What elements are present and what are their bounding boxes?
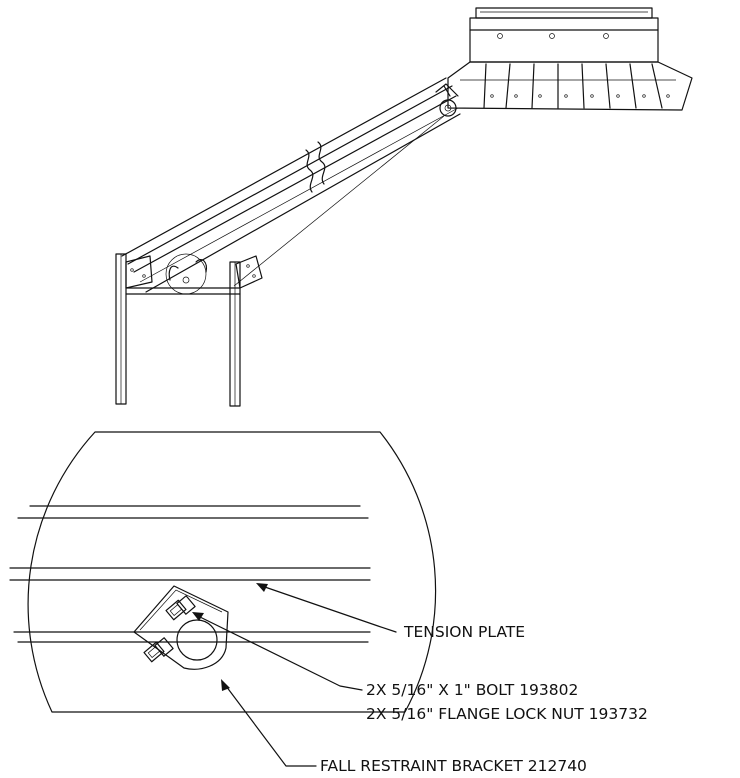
bolt-label: 2X 5/16" X 1" BOLT 193802 bbox=[366, 681, 578, 699]
nut-label: 2X 5/16" FLANGE LOCK NUT 193732 bbox=[366, 705, 648, 723]
conveyor-frame bbox=[121, 77, 461, 293]
bracket-label: FALL RESTRAINT BRACKET 212740 bbox=[320, 757, 587, 775]
fall-restraint-bracket bbox=[133, 585, 229, 670]
bolt-nut-left bbox=[143, 637, 174, 663]
hopper-assembly bbox=[435, 7, 693, 117]
leader-lines bbox=[192, 583, 397, 767]
detail-view: TENSION PLATE 2X 5/16" X 1" BOLT 193802 … bbox=[9, 431, 648, 775]
support-legs bbox=[115, 253, 263, 407]
conveyor-overview bbox=[115, 7, 693, 407]
bolt-nut-right bbox=[165, 595, 196, 621]
detail-marker bbox=[165, 85, 451, 295]
tension-plate-label: TENSION PLATE bbox=[403, 623, 525, 641]
